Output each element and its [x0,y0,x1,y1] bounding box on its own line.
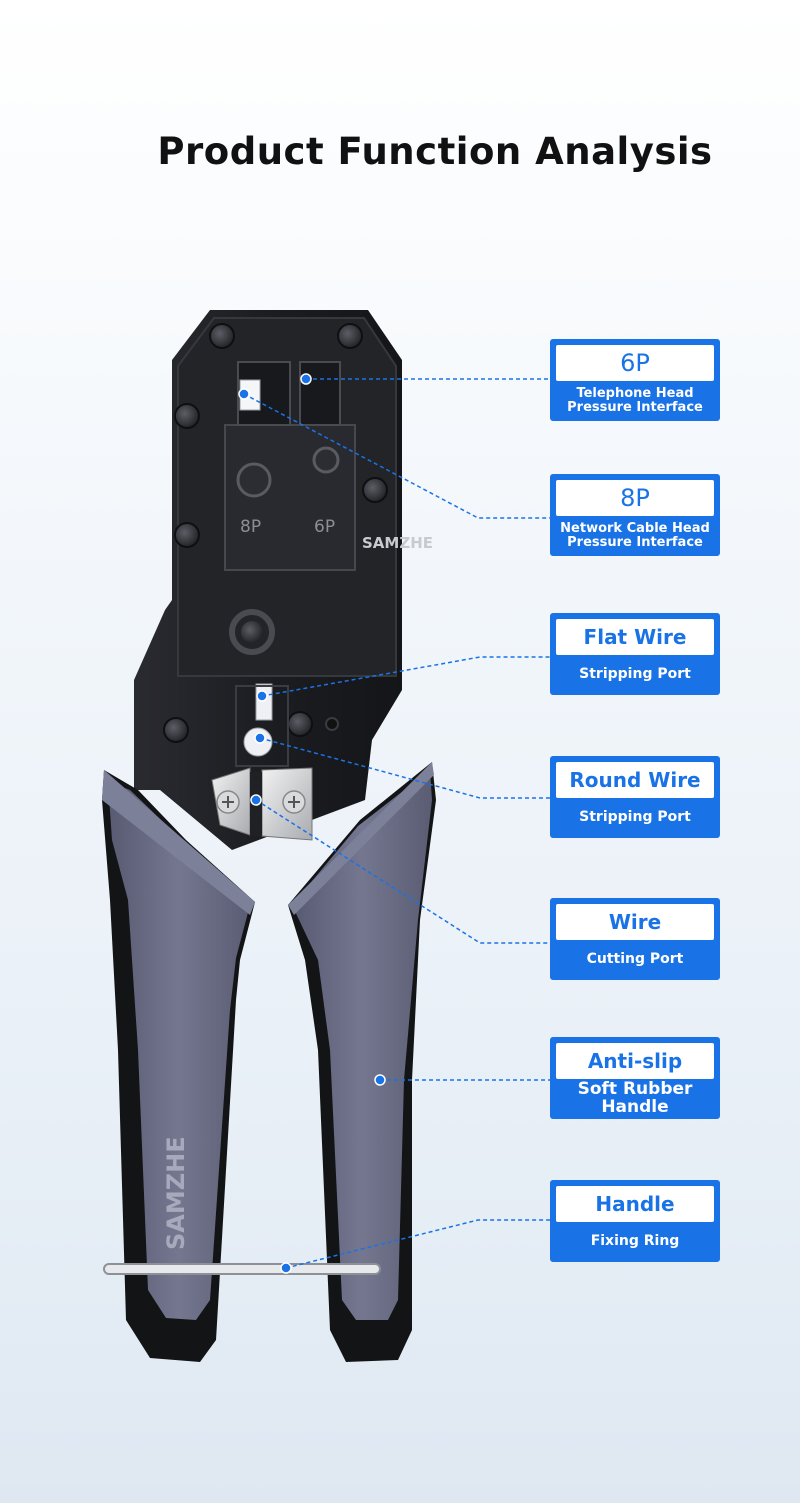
callout-heading: Flat Wire [583,625,687,649]
callout-heading: Handle [595,1192,675,1216]
fixing-ring [103,1263,381,1275]
handle-brand: SAMZHE [162,1136,190,1250]
callout-6p-telephone: 6P Telephone Head Pressure Interface [550,339,720,421]
callout-body: Soft Rubber Handle [577,1078,693,1117]
callout-heading: Wire [608,910,662,934]
cutting-blades [211,767,313,841]
callout-body: Stripping Port [579,666,691,683]
callout-heading: 6P [620,349,650,377]
callout-body: Cutting Port [586,951,684,968]
callout-round-wire-stripping: Round Wire Stripping Port [550,756,720,838]
head-screws [163,323,388,743]
callout-body: Stripping Port [579,809,691,826]
callout-heading: 8P [620,484,650,512]
callout-handle-fixing-ring: Handle Fixing Ring [550,1180,720,1262]
callout-heading: Anti-slip [587,1049,683,1073]
leader-lines [243,378,550,1269]
callout-wire-cutting: Wire Cutting Port [550,898,720,980]
port-6p-mark: 6P [314,517,335,537]
die-plate [224,424,356,571]
callout-body: Fixing Ring [590,1233,680,1250]
callout-heading: Round Wire [569,768,701,792]
callout-body: Network Cable Head Pressure Interface [560,520,710,550]
port-8p-mark: 8P [240,517,261,537]
head-brand: SAMZHE [362,534,433,552]
callout-8p-network: 8P Network Cable Head Pressure Interface [550,474,720,556]
left-handle: SAMZHE [102,770,255,1362]
pivot-ring [229,609,275,655]
flat-wire-port [255,683,273,721]
callout-flat-wire-stripping: Flat Wire Stripping Port [550,613,720,695]
port-6p-slot [299,361,341,426]
right-handle [288,762,436,1362]
callout-anti-slip-handle: Anti-slip Soft Rubber Handle [550,1037,720,1119]
callout-body: Telephone Head Pressure Interface [567,385,703,415]
pointer-dots [238,373,386,1274]
page-title: Product Function Analysis [157,130,713,173]
